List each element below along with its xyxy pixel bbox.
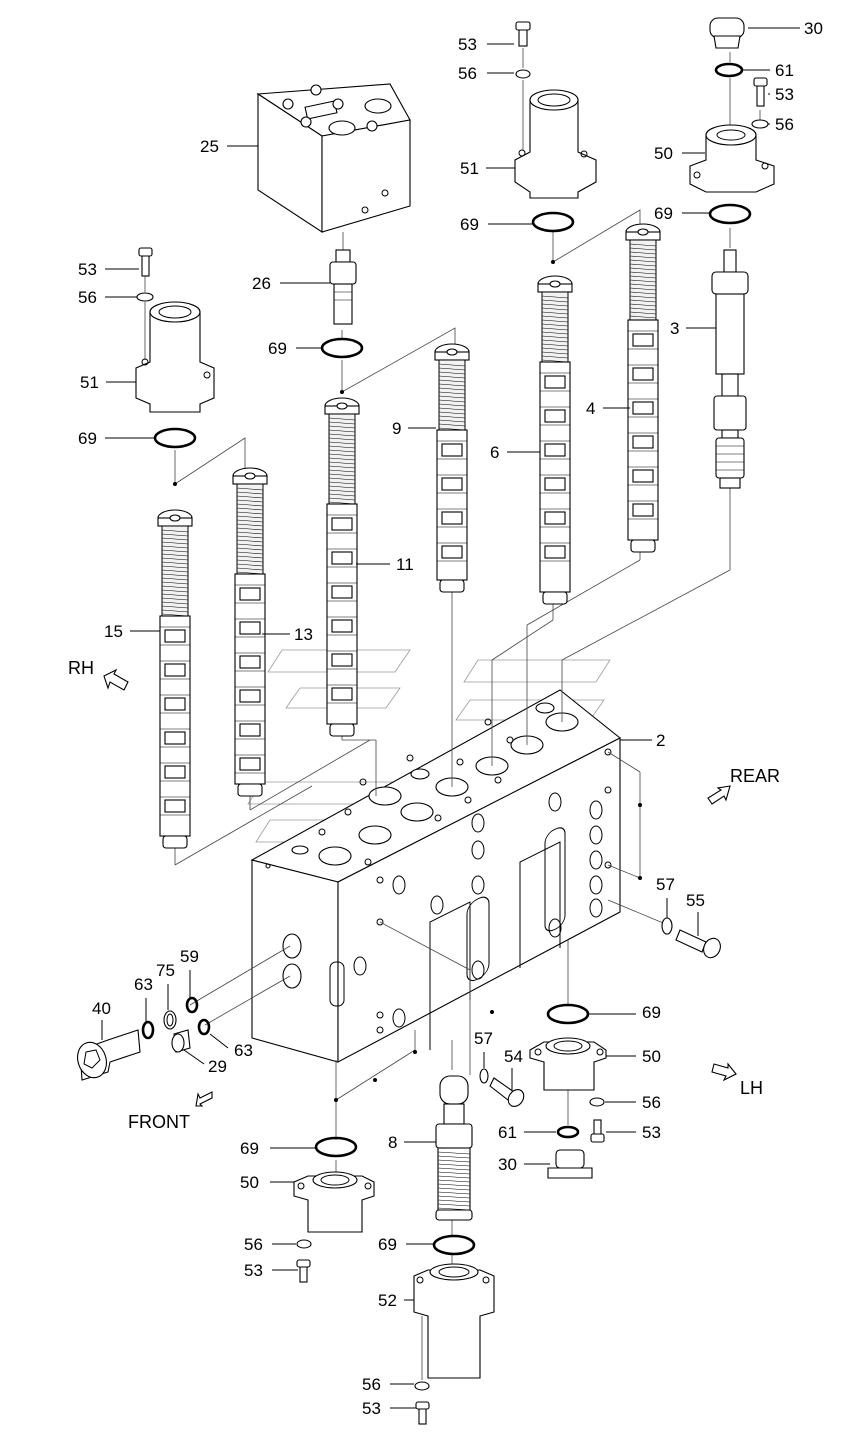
callout-11: 11 xyxy=(396,555,414,574)
callout-8: 8 xyxy=(388,1133,397,1152)
callout-69: 69 xyxy=(78,429,97,448)
callout-50: 50 xyxy=(240,1173,259,1192)
callout-55: 55 xyxy=(686,891,705,910)
spool-3 xyxy=(711,249,749,489)
plug-40-assembly xyxy=(77,996,211,1081)
callout-53: 53 xyxy=(775,85,794,104)
rear-arrow-icon xyxy=(707,785,731,805)
leader-lines xyxy=(144,48,761,1268)
spool-15 xyxy=(157,509,193,849)
callout-61: 61 xyxy=(775,61,794,80)
callout-53: 53 xyxy=(244,1261,263,1280)
callout-57: 57 xyxy=(474,1029,493,1048)
callout-50: 50 xyxy=(642,1047,661,1066)
bolt-55 xyxy=(661,917,721,959)
callout-53: 53 xyxy=(78,260,97,279)
cover-51-left xyxy=(135,247,215,413)
callout-52: 52 xyxy=(378,1291,397,1310)
callout-labels: 30 53 61 53 56 56 50 51 25 69 69 53 56 2… xyxy=(68,19,823,1418)
callout-40: 40 xyxy=(92,999,111,1018)
front-arrow-icon xyxy=(195,1091,213,1107)
spool-6 xyxy=(537,275,573,605)
spool-13 xyxy=(232,467,268,797)
cover-52-lower xyxy=(413,1263,495,1425)
callout-53: 53 xyxy=(642,1123,661,1142)
callout-56: 56 xyxy=(78,288,97,307)
callout-56: 56 xyxy=(458,64,477,83)
callout-56: 56 xyxy=(775,115,794,134)
callout-69: 69 xyxy=(460,215,479,234)
callout-69: 69 xyxy=(378,1235,397,1254)
cover-50-lower-right xyxy=(529,1037,607,1179)
callout-69: 69 xyxy=(642,1003,661,1022)
rh-arrow-icon xyxy=(103,668,129,691)
cap-30-top xyxy=(689,17,775,193)
solenoid-block-25 xyxy=(256,83,411,234)
callout-69: 69 xyxy=(654,204,673,223)
callout-9: 9 xyxy=(392,419,401,438)
callout-57: 57 xyxy=(656,875,675,894)
spool-group xyxy=(157,223,661,849)
callout-56: 56 xyxy=(244,1235,263,1254)
callout-leaders-lower xyxy=(101,898,699,1409)
direction-arrows xyxy=(103,668,737,1107)
callout-54: 54 xyxy=(504,1047,523,1066)
spool-26 xyxy=(329,249,357,325)
callout-25: 25 xyxy=(200,137,219,156)
callout-63: 63 xyxy=(234,1041,253,1060)
callout-69: 69 xyxy=(240,1139,259,1158)
callout-59: 59 xyxy=(180,947,199,966)
callout-leaders xyxy=(105,27,800,741)
direction-rear: REAR xyxy=(730,766,780,786)
cover-51-top xyxy=(514,21,597,199)
callout-50: 50 xyxy=(654,144,673,163)
callout-53: 53 xyxy=(458,35,477,54)
direction-lh: LH xyxy=(740,1078,763,1098)
direction-front: FRONT xyxy=(128,1112,190,1132)
callout-4: 4 xyxy=(586,399,595,418)
callout-3: 3 xyxy=(670,319,679,338)
valve-block-body xyxy=(250,689,622,1063)
callout-29: 29 xyxy=(208,1057,227,1076)
spool-8 xyxy=(435,1075,473,1221)
callout-15: 15 xyxy=(104,622,123,641)
cover-50-lower-left xyxy=(293,1171,375,1283)
callout-51: 51 xyxy=(80,373,99,392)
callout-56: 56 xyxy=(642,1093,661,1112)
callout-61: 61 xyxy=(498,1123,517,1142)
callout-69: 69 xyxy=(268,339,287,358)
direction-rh: RH xyxy=(68,658,94,678)
callout-6: 6 xyxy=(490,443,499,462)
callout-30: 30 xyxy=(498,1155,517,1174)
callout-26: 26 xyxy=(252,274,271,293)
callout-56: 56 xyxy=(362,1375,381,1394)
callout-2: 2 xyxy=(656,731,665,750)
callout-51: 51 xyxy=(460,159,479,178)
lh-arrow-icon xyxy=(711,1062,737,1082)
callout-13: 13 xyxy=(294,625,313,644)
spool-9 xyxy=(434,343,470,593)
spool-11 xyxy=(324,397,360,737)
spool-4 xyxy=(625,223,661,553)
callout-30: 30 xyxy=(804,19,823,38)
callout-63: 63 xyxy=(134,975,153,994)
callout-53: 53 xyxy=(362,1399,381,1418)
bolt-54 xyxy=(479,1068,525,1107)
callout-75: 75 xyxy=(156,961,175,980)
